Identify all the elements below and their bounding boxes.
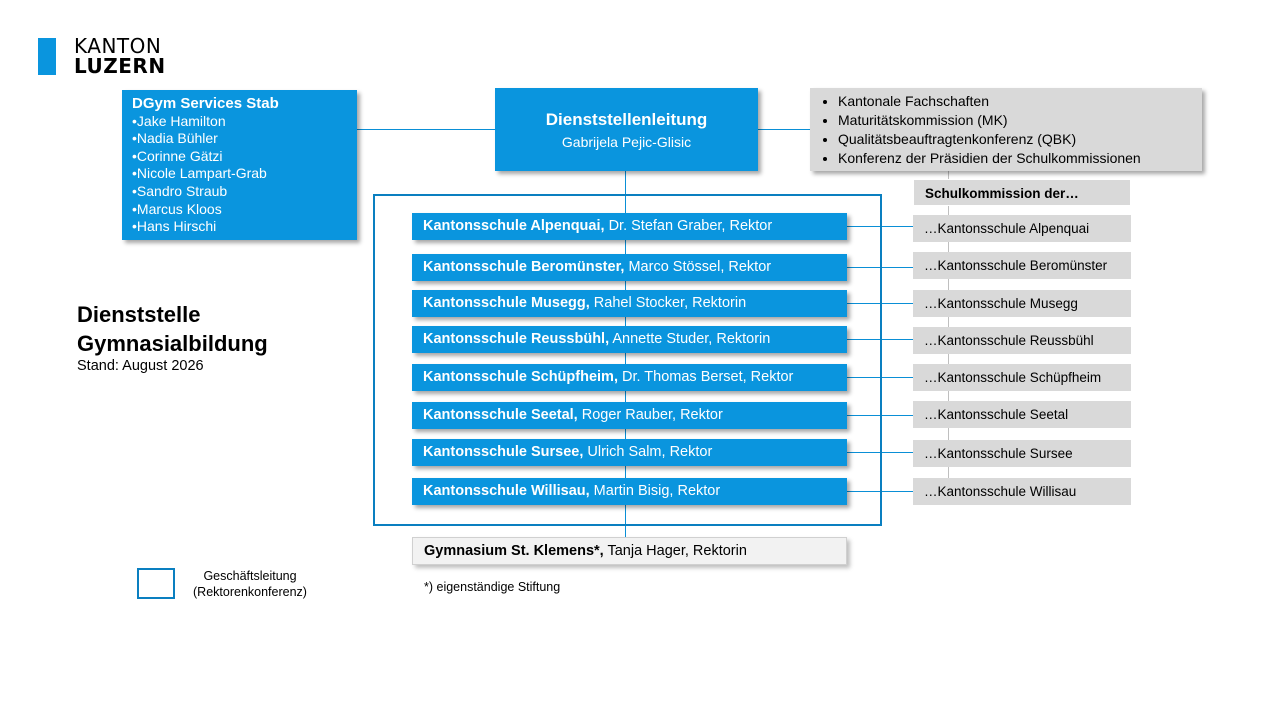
stab-title: DGym Services Stab — [132, 95, 279, 112]
schulkommission-item: …Kantonsschule Musegg — [913, 290, 1131, 317]
geschaeftsleitung-frame — [373, 194, 882, 526]
footnote: *) eigenständige Stiftung — [424, 580, 561, 594]
stand-date: Stand: August 2026 — [77, 358, 204, 374]
school-name: Kantonsschule Musegg, — [423, 295, 590, 311]
gremium-item: Maturitätskommission (MK) — [838, 111, 1192, 130]
schulkommission-item: …Kantonsschule Sursee — [913, 440, 1131, 467]
school-name: Gymnasium St. Klemens*, — [424, 543, 604, 559]
school-box: Kantonsschule Alpenquai, Dr. Stefan Grab… — [412, 213, 847, 240]
schulkommission-header: Schulkommission der… — [913, 179, 1131, 206]
connector-vertical-main — [625, 171, 626, 537]
leitung-box: Dienststellenleitung Gabrijela Pejic-Gli… — [495, 88, 758, 171]
school-box: Kantonsschule Musegg, Rahel Stocker, Rek… — [412, 290, 847, 317]
schulkommission-item: …Kantonsschule Willisau — [913, 478, 1131, 505]
stab-member: Nicole Lampart-Grab — [132, 165, 347, 183]
school-name: Kantonsschule Willisau, — [423, 483, 590, 499]
school-name: Kantonsschule Alpenquai, — [423, 218, 605, 234]
school-box: Kantonsschule Sursee, Ulrich Salm, Rekto… — [412, 439, 847, 466]
school-rector: Ulrich Salm, Rektor — [583, 444, 713, 460]
page-title-line1: Dienststelle — [77, 302, 201, 327]
school-name: Kantonsschule Beromünster, — [423, 259, 625, 275]
leitung-title: Dienststellenleitung — [545, 110, 708, 129]
school-rector: Dr. Stefan Graber, Rektor — [604, 218, 773, 234]
school-rector: Marco Stössel, Rektor — [624, 259, 772, 275]
legend-line1: Geschäftsleitung — [203, 569, 297, 583]
school-box: Kantonsschule Reussbühl, Annette Studer,… — [412, 326, 847, 353]
legend-line2: (Rektorenkonferenz) — [193, 585, 307, 599]
stab-member: Nadia Bühler — [132, 130, 347, 148]
stab-member-list: Jake HamiltonNadia BühlerCorinne GätziNi… — [132, 113, 347, 236]
school-rector: Tanja Hager, Rektorin — [603, 543, 747, 559]
connector-stab-leitung — [357, 129, 495, 130]
logo-mark — [38, 38, 56, 75]
schulkommission-item: …Kantonsschule Beromünster — [913, 252, 1131, 279]
connector-leitung-gremien — [758, 129, 810, 130]
stab-member: Hans Hirschi — [132, 218, 347, 236]
logo-text-kanton: KANTON — [74, 34, 162, 58]
school-box: Kantonsschule Beromünster, Marco Stössel… — [412, 254, 847, 281]
school-name: Kantonsschule Seetal, — [423, 407, 578, 423]
school-rector: Roger Rauber, Rektor — [577, 407, 723, 423]
stab-member: Jake Hamilton — [132, 113, 347, 131]
gremien-box: Kantonale FachschaftenMaturitätskommissi… — [810, 88, 1202, 171]
stab-member: Corinne Gätzi — [132, 148, 347, 166]
school-name: Kantonsschule Schüpfheim, — [423, 369, 618, 385]
school-rector: Rahel Stocker, Rektorin — [589, 295, 747, 311]
gremium-item: Konferenz der Präsidien der Schulkommiss… — [838, 149, 1192, 168]
legend-frame-icon — [137, 568, 175, 599]
logo-text-luzern: LUZERN — [74, 54, 166, 78]
stab-member: Marcus Kloos — [132, 201, 347, 219]
school-rector: Annette Studer, Rektorin — [609, 331, 771, 347]
school-name: Kantonsschule Sursee, — [423, 444, 584, 460]
leitung-name: Gabrijela Pejic-Glisic — [561, 134, 692, 150]
stab-member: Sandro Straub — [132, 183, 347, 201]
school-box: Kantonsschule Schüpfheim, Dr. Thomas Ber… — [412, 364, 847, 391]
school-box: Kantonsschule Willisau, Martin Bisig, Re… — [412, 478, 847, 505]
page-title: Dienststelle Gymnasialbildung — [77, 300, 268, 358]
gremium-item: Qualitätsbeauftragtenkonferenz (QBK) — [838, 130, 1192, 149]
schulkommission-item: …Kantonsschule Schüpfheim — [913, 364, 1131, 391]
school-box-st-klemens: Gymnasium St. Klemens*, Tanja Hager, Rek… — [412, 537, 847, 565]
schulkommission-item: …Kantonsschule Seetal — [913, 401, 1131, 428]
schulkommission-item: …Kantonsschule Alpenquai — [913, 215, 1131, 242]
school-box: Kantonsschule Seetal, Roger Rauber, Rekt… — [412, 402, 847, 429]
legend-label: Geschäftsleitung (Rektorenkonferenz) — [190, 568, 310, 600]
stab-box: DGym Services Stab Jake HamiltonNadia Bü… — [122, 90, 357, 240]
schulkommission-item: …Kantonsschule Reussbühl — [913, 327, 1131, 354]
gremien-list: Kantonale FachschaftenMaturitätskommissi… — [820, 92, 1192, 168]
school-rector: Dr. Thomas Berset, Rektor — [617, 369, 794, 385]
page-title-line2: Gymnasialbildung — [77, 331, 268, 356]
school-name: Kantonsschule Reussbühl, — [423, 331, 610, 347]
school-rector: Martin Bisig, Rektor — [589, 483, 721, 499]
gremium-item: Kantonale Fachschaften — [838, 92, 1192, 111]
